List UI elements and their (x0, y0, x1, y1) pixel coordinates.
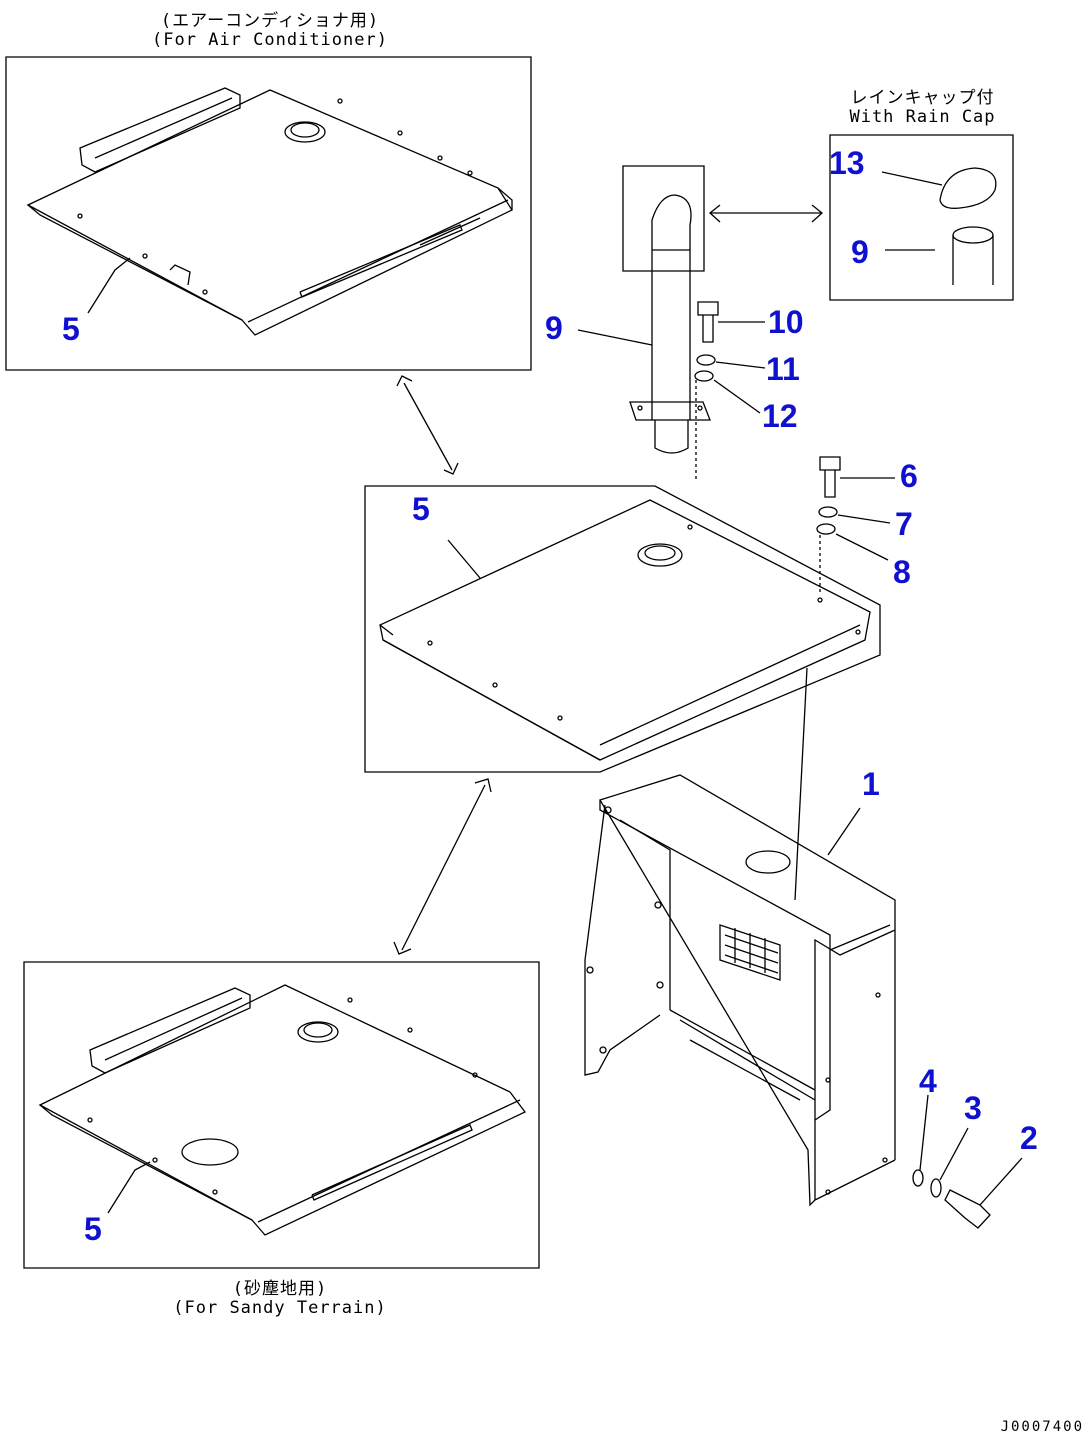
leader-9 (578, 330, 652, 345)
sandy-frame (24, 962, 539, 1268)
raincap-arrow (710, 205, 822, 222)
variant-arrow-top (397, 376, 458, 474)
bolt-2 (945, 1190, 990, 1228)
caption-aircon-jp: (エアーコンディショナ用) (160, 11, 380, 31)
leader-5-aircon (88, 258, 130, 313)
caption-raincap-en: With Rain Cap (849, 107, 996, 127)
aircon-duct (80, 88, 240, 172)
variant-arrow-bottom (394, 779, 491, 954)
main-cover-plate (380, 500, 870, 760)
rain-cap-pipe (953, 227, 993, 243)
leader-5-sandy (108, 1162, 150, 1213)
aircon-cover-plate (28, 90, 512, 335)
cover-housing (585, 668, 895, 1205)
aircon-variant-panel (6, 57, 531, 370)
leader-1 (828, 808, 860, 855)
main-cover-panel (365, 486, 880, 772)
callout-5-sandy: 5 (84, 1211, 102, 1247)
callout-1: 1 (862, 766, 880, 802)
rain-cap-panel (830, 135, 1013, 300)
bolt-set-lower (913, 1095, 1022, 1228)
sandy-cover-plate (40, 985, 525, 1235)
bolt-set-upper (695, 302, 765, 480)
exhaust-pipe (578, 166, 710, 453)
callout-4: 4 (919, 1063, 937, 1099)
housing-mesh (720, 925, 780, 980)
callout-3: 3 (964, 1090, 982, 1126)
main-vent-hole (638, 544, 682, 566)
housing-top-hole (746, 851, 790, 873)
sandy-duct (90, 988, 250, 1073)
leader-5-main (448, 540, 480, 578)
main-frame (365, 486, 880, 772)
document-id: J0007400 (1000, 1419, 1084, 1435)
caption-sandy-en: (For Sandy Terrain) (173, 1298, 387, 1318)
caption-sandy-jp: (砂塵地用) (232, 1279, 328, 1299)
callout-11: 11 (766, 351, 800, 387)
caption-aircon-en: (For Air Conditioner) (152, 30, 388, 50)
callout-13: 13 (829, 145, 865, 181)
caption-raincap-jp: レインキャップ付 (850, 88, 995, 108)
callout-8: 8 (893, 554, 911, 590)
aircon-vent-hole (285, 122, 325, 142)
aircon-frame (6, 57, 531, 370)
leader-housing-guide (795, 668, 807, 900)
callout-10: 10 (768, 304, 804, 340)
housing-top (600, 775, 895, 1205)
rain-cap-part (940, 168, 996, 208)
sandy-variant-panel (24, 962, 539, 1268)
callout-6: 6 (900, 458, 918, 494)
callout-9-main: 9 (545, 310, 563, 346)
rain-cap-detail-frame (623, 166, 704, 271)
callout-5-aircon: 5 (62, 311, 80, 347)
bolt-set-middle (817, 457, 895, 595)
callout-2: 2 (1020, 1120, 1038, 1156)
sandy-vent-hole (182, 1139, 238, 1165)
callout-12: 12 (762, 398, 798, 434)
callout-5-main: 5 (412, 491, 430, 527)
rain-cap-frame (830, 135, 1013, 300)
callout-9-raincap: 9 (851, 234, 869, 270)
callout-7: 7 (895, 506, 913, 542)
